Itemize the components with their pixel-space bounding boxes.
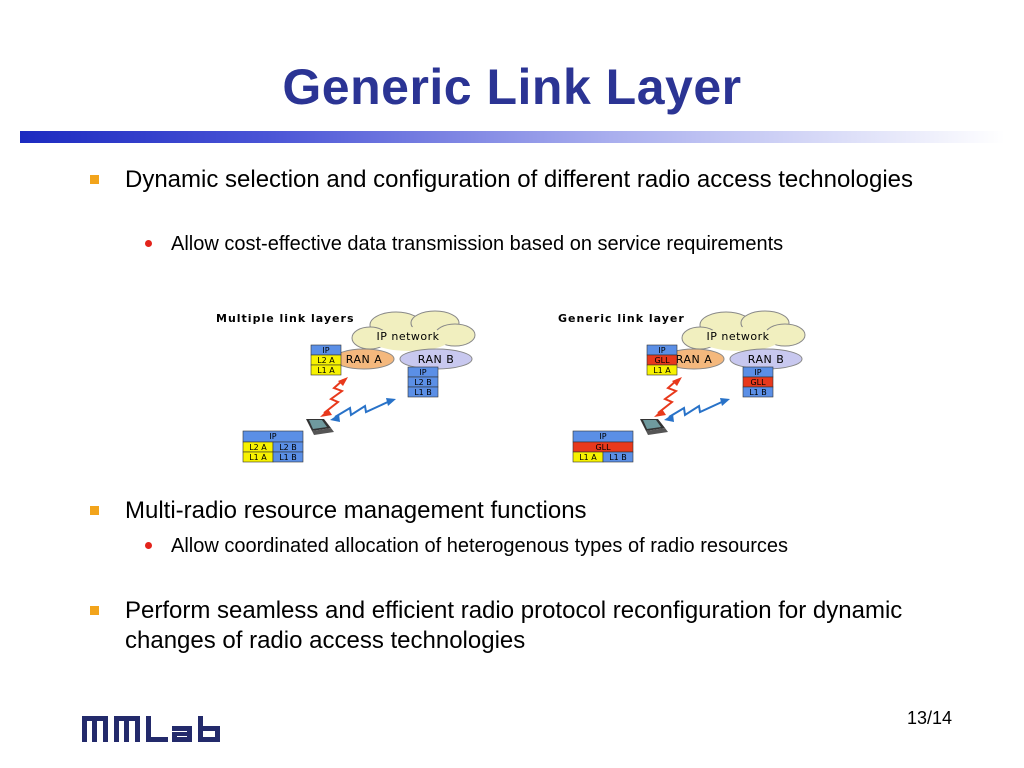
ran-a-protocol-stack: IP L2 A L1 A bbox=[310, 344, 342, 376]
terminal-protocol-stack: IP GLL L1 A L1 B bbox=[572, 430, 634, 463]
ran-a-cloud: RAN A bbox=[333, 348, 395, 370]
radio-link-b-arrow bbox=[668, 400, 725, 418]
terminal-protocol-stack: IP L2 A L2 B L1 A L1 B bbox=[242, 430, 304, 463]
layer-label: L1 B bbox=[414, 388, 432, 397]
layer-label: IP bbox=[269, 432, 276, 441]
ran-a-cloud: RAN A bbox=[663, 348, 725, 370]
laptop-icon bbox=[640, 419, 668, 435]
sub-bullet-text: Allow cost-effective data transmission b… bbox=[171, 233, 784, 255]
layer-label: L2 B bbox=[279, 443, 297, 452]
bullet-item-3: Perform seamless and efficient radio pro… bbox=[90, 596, 955, 656]
bullet-dot-icon bbox=[145, 542, 152, 549]
ran-a-label: RAN A bbox=[676, 353, 712, 366]
ran-b-protocol-stack: IP GLL L1 B bbox=[742, 366, 774, 398]
ran-a-label: RAN A bbox=[346, 353, 382, 366]
layer-label: GLL bbox=[595, 443, 611, 452]
layer-label: L2 A bbox=[317, 356, 335, 365]
layer-label: L1 A bbox=[317, 366, 335, 375]
ran-b-cloud: RAN B bbox=[729, 348, 803, 370]
diagram-generic-link-layer: Generic link layer IP network RAN A RAN … bbox=[540, 305, 840, 475]
sub-bullet-text: Allow coordinated allocation of heteroge… bbox=[171, 535, 789, 557]
ran-b-label: RAN B bbox=[748, 353, 785, 366]
layer-label: L1 B bbox=[279, 453, 297, 462]
bullet-text: Multi-radio resource management function… bbox=[125, 497, 587, 524]
diagram-caption: Multiple link layers bbox=[216, 312, 355, 325]
ran-b-cloud: RAN B bbox=[399, 348, 473, 370]
layer-label: IP bbox=[322, 346, 329, 355]
radio-link-a-arrow bbox=[657, 379, 679, 414]
mmlab-logo bbox=[82, 712, 234, 751]
ran-b-label: RAN B bbox=[418, 353, 455, 366]
sub-bullet-item-1: Allow cost-effective data transmission b… bbox=[145, 231, 831, 258]
bullet-square-icon bbox=[90, 506, 99, 515]
layer-label: L1 B bbox=[609, 453, 627, 462]
ran-a-protocol-stack: IP GLL L1 A bbox=[646, 344, 678, 376]
cloud-label: IP network bbox=[376, 330, 439, 343]
page-number: 13/14 bbox=[906, 708, 952, 728]
layer-label: L1 A bbox=[653, 366, 671, 375]
layer-label: L1 B bbox=[749, 388, 767, 397]
ip-network-cloud: IP network bbox=[351, 310, 476, 351]
layer-label: GLL bbox=[654, 356, 670, 365]
title-underline bbox=[20, 131, 1005, 143]
layer-label: L1 A bbox=[249, 453, 267, 462]
cloud-label: IP network bbox=[706, 330, 769, 343]
bullet-square-icon bbox=[90, 606, 99, 615]
layer-label: L2 A bbox=[249, 443, 267, 452]
bullet-dot-icon bbox=[145, 240, 152, 247]
layer-label: IP bbox=[754, 368, 761, 377]
sub-bullet-item-2: Allow coordinated allocation of heteroge… bbox=[145, 533, 871, 560]
layer-label: IP bbox=[419, 368, 426, 377]
ran-b-protocol-stack: IP L2 B L1 B bbox=[407, 366, 439, 398]
bullet-item-1: Dynamic selection and configuration of d… bbox=[90, 165, 925, 195]
bullet-text: Perform seamless and efficient radio pro… bbox=[125, 597, 903, 654]
bullet-item-2: Multi-radio resource management function… bbox=[90, 496, 925, 526]
layer-label: L2 B bbox=[414, 378, 432, 387]
slide-title: Generic Link Layer bbox=[282, 59, 742, 115]
ip-network-cloud: IP network bbox=[681, 310, 806, 351]
layer-label: IP bbox=[658, 346, 665, 355]
layer-label: IP bbox=[599, 432, 606, 441]
layer-label: GLL bbox=[750, 378, 766, 387]
diagram-multiple-link-layers: Multiple link layers IP network RAN A RA… bbox=[210, 305, 510, 475]
radio-link-a-arrow bbox=[323, 379, 345, 414]
radio-link-b-arrow bbox=[334, 400, 391, 418]
bullet-square-icon bbox=[90, 175, 99, 184]
laptop-icon bbox=[306, 419, 334, 435]
layer-label: L1 A bbox=[579, 453, 597, 462]
diagram-caption: Generic link layer bbox=[558, 312, 685, 325]
bullet-text: Dynamic selection and configuration of d… bbox=[125, 166, 914, 193]
